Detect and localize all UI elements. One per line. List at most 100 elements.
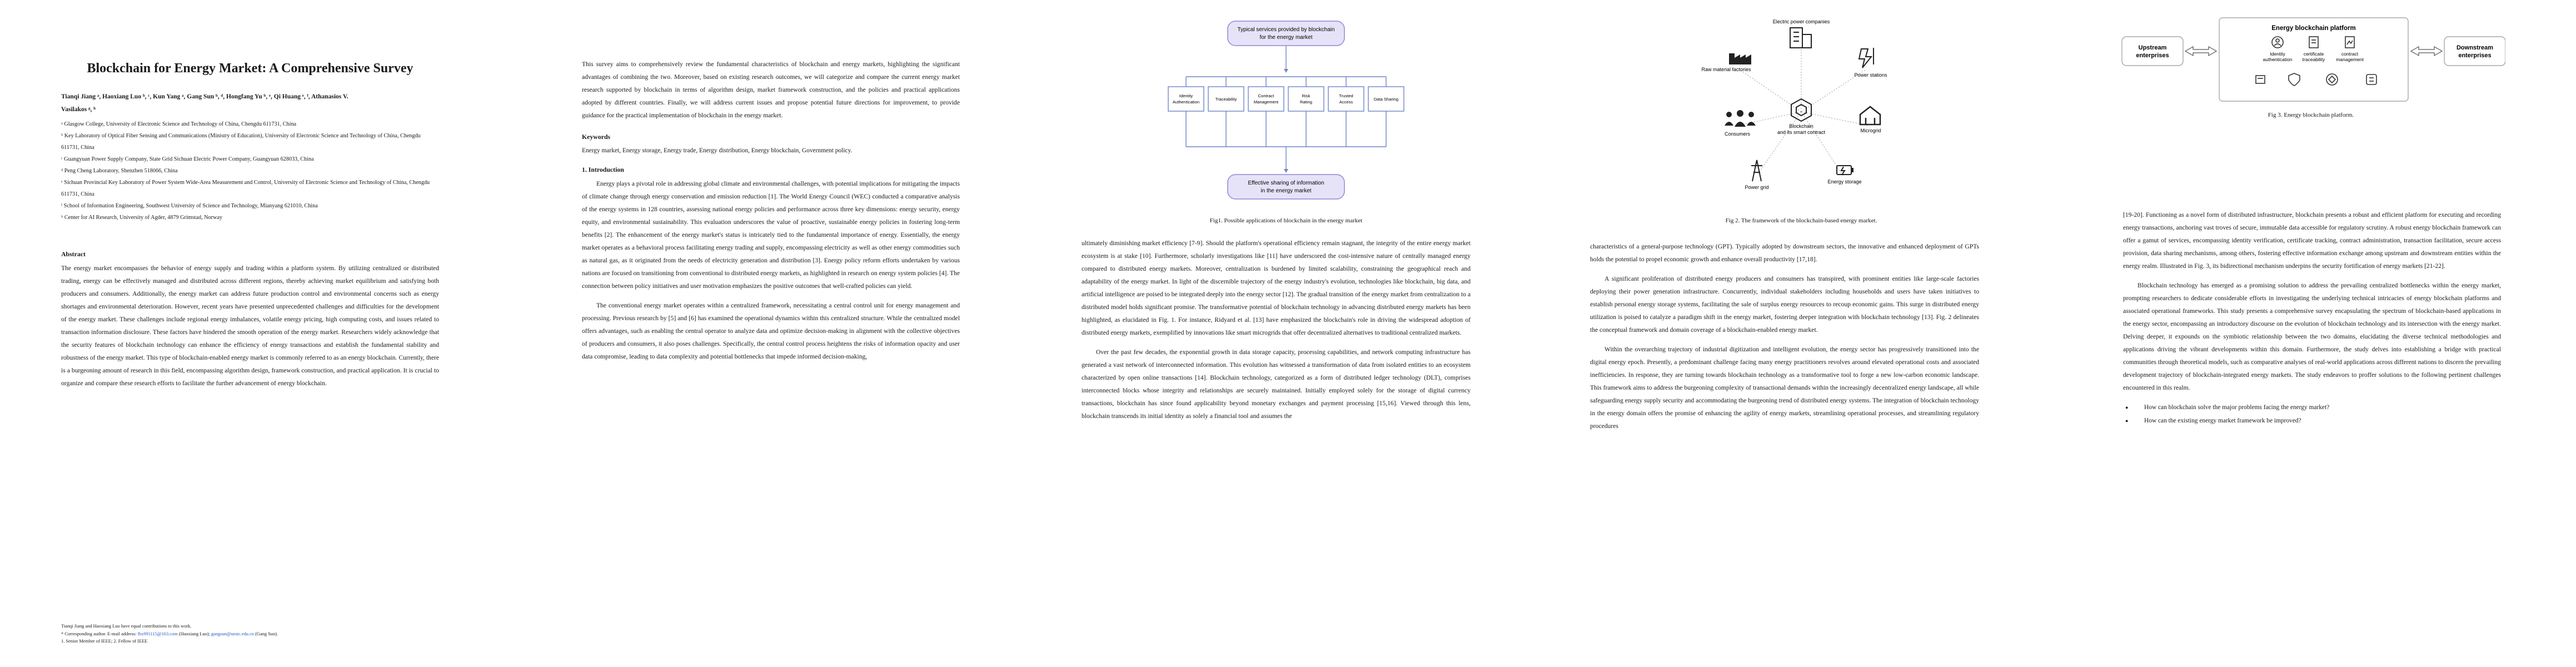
footnotes: Tianqi Jiang and Haoxiang Luo have equal… [61,623,439,645]
label-blockchain: Blockchain [1789,123,1813,129]
transaction-icon [2255,75,2265,84]
figure-2-diagram: Electric power companies Raw material fa… [1701,19,1887,190]
service-box [1208,86,1244,112]
label-microgrid: Microgrid [1860,128,1881,133]
service-box-label: Data Sharing [1374,97,1398,102]
page-4-paragraph-1: characteristics of a general-purpose tec… [1590,243,1979,263]
label-raw-material-factories: Raw material factories [1701,67,1751,72]
label-smart-contract: and its smart contract [1777,130,1826,135]
top-service-line-2: for the energy market [1259,34,1312,41]
service-box-label: Authentication [1173,99,1199,104]
secure-access-icon [2288,73,2300,86]
page-4-column: characteristics of a general-purpose tec… [1590,240,1979,432]
service-box [1168,86,1204,112]
figure-3: Upstream enterprises Energy blockchain p… [2116,16,2506,127]
affiliation-f: ᶠ School of Information Engineering, Sou… [61,203,318,209]
figure-2: Electric power companies Raw material fa… [1673,14,1929,237]
email-link-2[interactable]: gangsun@uestc.edu.cn [211,631,254,636]
building-icon [1790,27,1812,48]
service-certificate-line-2: traceability [2303,57,2325,62]
service-box-label: Contract [1258,93,1275,98]
label-energy-storage: Energy storage [1827,179,1861,185]
service-box-label: Risk [1302,93,1311,98]
affiliation-d: ᵈ Peng Cheng Laboratory, Shenzhen 518066… [61,168,178,174]
page-4: Electric power companies Raw material fa… [1546,0,2061,667]
footnote-corresponding-mid: (Haoxiang Luo); [178,631,210,636]
page-3: Typical services provided by blockchain … [1030,0,1546,667]
label-consumers: Consumers [1725,131,1751,137]
figure-2-caption: Fig 2. The framework of the blockchain-b… [1725,217,1877,224]
affiliation-b: ᵇ Key Laboratory of Optical Fiber Sensin… [61,133,421,151]
introduction-heading: 1. Introduction [582,166,624,173]
downstream-bidirectional-arrow [2410,46,2443,57]
page-4-paragraph-3: Within the overarching trajectory of ind… [1590,346,1979,430]
page-1-column: Blockchain for Energy Market: A Comprehe… [61,61,439,390]
figure-3-diagram: Upstream enterprises Energy blockchain p… [2121,17,2506,102]
affiliation-e: ᵉ Sichuan Provincial Key Laboratory of P… [61,180,430,197]
page-3-column: ultimately diminishing market efficiency… [1082,237,1471,422]
figure-3-caption: Fig 3. Energy blockchain platform. [2268,112,2354,118]
service-certificate-line-1: certificate [2304,51,2324,57]
keywords-text: Energy market, Energy storage, Energy tr… [582,147,853,154]
page-3-paragraph-2: Over the past few decades, the exponenti… [1082,349,1471,420]
page-3-paragraph-1: ultimately diminishing market efficiency… [1082,240,1471,336]
author-line-2: Vasilakos ᵍ, ʰ [61,106,96,113]
author-line-1: Tianqi Jiang ᵃ, Haoxiang Luo ᵇ, ᶜ, Kun Y… [61,93,348,100]
microgrid-icon [1859,106,1881,126]
service-box [1288,86,1324,112]
contract-icon [2345,36,2355,48]
keywords-heading: Keywords [582,133,611,141]
page-4-paragraph-2: A significant proliferation of distribut… [1590,275,1979,334]
service-box [1248,86,1284,112]
service-box-label: Rating [1300,99,1312,104]
page-5-paragraph-1: [19-20]. Functioning as a novel form of … [2123,211,2501,270]
research-question-1: How can blockchain solve the major probl… [2123,401,2501,414]
service-contract-line-1: contract [2341,51,2359,57]
label-power-stations: Power stations [1854,72,1887,78]
page-5: Upstream enterprises Energy blockchain p… [2061,0,2576,667]
research-question-2: How can the existing energy market frame… [2123,414,2501,427]
footnote-membership: 1. Senior Member of IEEE; 2. Fellow of I… [61,639,148,644]
abstract-heading: Abstract [61,250,86,258]
introduction-paragraph-1: Energy plays a pivotal role in addressin… [582,180,960,290]
service-boxes: IdentityAuthenticationTraceabilityContra… [1168,86,1404,112]
abstract-text: The energy market encompasses the behavi… [61,265,439,387]
service-contract-line-2: management [2336,57,2364,62]
service-box-label: Traceability [1215,97,1237,102]
identity-icon [2271,36,2284,48]
bottom-outcome-pill [1227,174,1345,200]
figure-1-diagram: Typical services provided by blockchain … [1168,21,1404,200]
email-link-1[interactable]: lhx991115@163.com [137,631,178,636]
page-5-column: [19-20]. Functioning as a novel form of … [2123,208,2501,427]
consumers-icon [1725,110,1756,127]
page-2-column: This survey aims to comprehensively revi… [582,58,960,363]
figure-1: Typical services provided by blockchain … [1153,16,1419,224]
blockchain-icon [1791,98,1812,122]
platform-box [2219,17,2409,102]
service-box-label: Trusted [1339,93,1353,98]
service-identity-line-1: Identity [2270,51,2285,57]
bottom-outcome-line-1: Effective sharing of information [1248,180,1324,186]
footnote-corresponding: * Corresponding author. E-mail address: … [61,630,439,638]
author-list: Tianqi Jiang ᵃ, Haoxiang Luo ᵇ, ᶜ, Kun Y… [61,91,439,116]
upstream-box [2121,36,2184,66]
data-sharing-icon [2326,73,2338,86]
service-box-label: Management [1254,99,1279,104]
certificate-icon [2309,36,2319,48]
figure-1-caption: Fig1. Possible applications of blockchai… [1209,217,1363,224]
service-box-label: Access [1339,99,1353,104]
paper-title: Blockchain for Energy Market: A Comprehe… [87,61,413,76]
affiliation-h: ʰ Center for AI Research, University of … [61,215,223,221]
upstream-line-1: Upstream [2139,44,2167,51]
power-grid-icon [1751,160,1762,182]
footnote-corresponding-suffix: (Gang Sun). [255,631,278,636]
downstream-line-1: Downstream [2457,44,2493,51]
upstream-bidirectional-arrow [2184,46,2218,57]
bottom-outcome-line-2: in the energy market [1260,188,1311,194]
introduction-paragraph-2: The conventional energy market operates … [582,302,960,360]
service-box [1328,86,1364,112]
page-5-paragraph-2: Blockchain technology has emerged as a p… [2123,282,2501,391]
factory-icon [1729,53,1751,64]
affiliation-a: ᵃ Glasgow College, University of Electro… [61,121,297,127]
footnote-equal-contribution: Tianqi Jiang and Haoxiang Luo have equal… [61,624,192,629]
